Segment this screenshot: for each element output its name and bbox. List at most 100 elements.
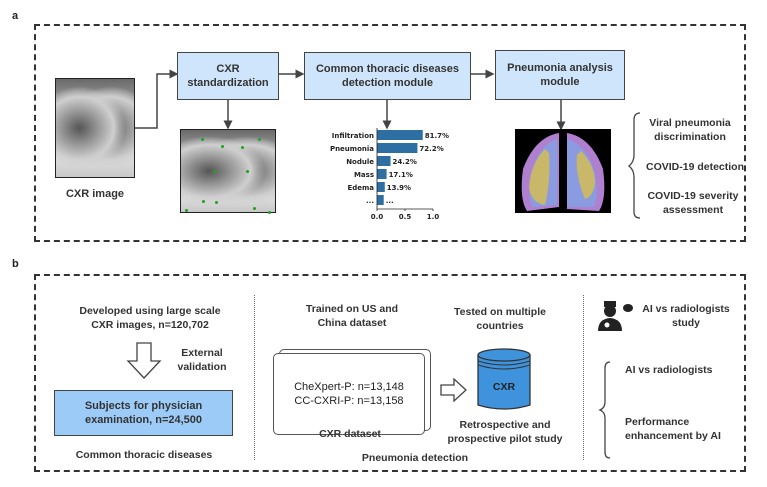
landmark-dot: [215, 201, 218, 204]
landmark-dot: [253, 207, 256, 210]
brace-outputs-a: [627, 112, 641, 219]
category-label: Edema: [347, 184, 374, 192]
text-line: study: [671, 317, 700, 329]
landmark-dot: [241, 146, 244, 149]
category-label: Nodule: [346, 158, 374, 166]
bar: [377, 195, 384, 205]
dataset-entry: CheXpert-P: n=13,148: [294, 381, 404, 393]
output-line: assessment: [662, 204, 724, 216]
cxr-dataset-caption: CXR dataset: [319, 428, 381, 440]
pneumonia-analysis-box: Pneumonia analysis module: [495, 50, 625, 100]
category-label: ...: [366, 197, 374, 205]
text-line: Developed using large scale: [79, 305, 221, 317]
cxr-standardization-box: CXR standardization: [177, 52, 279, 100]
output-line: Viral pneumonia: [649, 117, 731, 129]
landmark-dot: [258, 138, 261, 141]
text-line: Performance: [625, 416, 690, 428]
bar: [377, 182, 385, 192]
value-label: 72.2%: [419, 145, 443, 153]
physician-exam-box: Subjects for physician examination, n=24,…: [54, 390, 233, 436]
standardized-cxr-image: [180, 129, 276, 214]
output-viral-pneumonia: Viral pneumonia discrimination: [640, 116, 740, 144]
doctor-icon: [598, 301, 633, 331]
external-validation-label: External validation: [170, 346, 234, 374]
panel-a-frame: [34, 24, 746, 242]
landmark-dot: [213, 170, 216, 173]
ai-vs-radiologists-item: AI vs radiologists: [625, 363, 745, 377]
brace-col3: [598, 361, 611, 459]
value-label: 81.7%: [425, 132, 449, 140]
retrospective-study-text: Retrospective and prospective pilot study: [440, 418, 570, 446]
text-line: Trained on US and: [305, 303, 399, 315]
landmark-dot: [268, 211, 271, 214]
text-line: countries: [476, 320, 524, 332]
output-line: COVID-19 detection: [645, 161, 745, 173]
disease-prevalence-chart: Infiltration 81.7% Pneumonia 72.2% Nodule 24.…: [330, 128, 449, 221]
box-line: examination, n=24,500: [84, 414, 203, 426]
value-label: 13.9%: [387, 184, 411, 192]
cxr-database-label: CXR: [492, 381, 516, 393]
cxr-database-icon: [477, 348, 531, 410]
text-line: Tested on multiple: [454, 306, 546, 318]
pneumonia-detection-caption: Pneumonia detection: [361, 452, 469, 464]
ai-vs-radiologists-study-title: AI vs radiologists study: [636, 302, 736, 330]
text-line: prospective pilot study: [447, 433, 563, 445]
box-line: detection module: [341, 77, 434, 89]
box-line: Subjects for physician: [84, 400, 203, 412]
output-covid-detection: COVID-19 detection: [640, 160, 750, 174]
x-tick-label: 1.0: [427, 213, 440, 221]
category-label: Infiltration: [332, 132, 374, 140]
panel-b-label: b: [12, 258, 19, 270]
text-line: CXR images, n=120,702: [91, 319, 209, 331]
landmark-dot: [246, 170, 249, 173]
text-line: AI vs radiologists: [625, 364, 713, 376]
bar: [377, 143, 418, 153]
value-label: 24.2%: [393, 158, 417, 166]
text-line: External: [181, 347, 223, 359]
text-line: China dataset: [317, 317, 387, 329]
bar: [377, 169, 387, 179]
performance-enhancement-item: Performance enhancement by AI: [625, 415, 745, 443]
x-tick-label: 0.0: [371, 213, 384, 221]
panel-b-frame: [34, 274, 746, 472]
dataset-entry: CC-CXRI-P: n=13,158: [294, 395, 404, 407]
bar: [377, 156, 391, 166]
value-label: 17.1%: [389, 171, 413, 179]
output-line: discrimination: [654, 131, 726, 143]
landmark-dot: [202, 200, 205, 203]
right-arrow-icon: [440, 378, 467, 402]
column-divider: [254, 295, 255, 460]
down-arrow-icon: [126, 342, 162, 379]
tested-text: Tested on multiple countries: [440, 305, 560, 333]
text-line: enhancement by AI: [625, 430, 721, 442]
landmark-dot: [221, 145, 224, 148]
text-line: validation: [177, 361, 227, 373]
cxr-input-image: [55, 78, 135, 178]
cxr-image-caption: CXR image: [65, 188, 125, 200]
box-line: CXR: [216, 63, 240, 75]
box-line: standardization: [187, 77, 269, 89]
x-tick-label: 0.5: [399, 213, 412, 221]
column-divider: [583, 295, 584, 460]
common-thoracic-caption: Common thoracic diseases: [75, 449, 213, 461]
text-line: Retrospective and: [459, 419, 551, 431]
landmark-dot: [201, 138, 204, 141]
category-label: Pneumonia: [330, 145, 374, 153]
landmark-dot: [185, 209, 188, 212]
output-line: COVID-19 severity: [647, 190, 739, 202]
box-line: Pneumonia analysis: [507, 62, 613, 74]
panel-a-label: a: [12, 10, 19, 22]
text-line: AI vs radiologists: [642, 303, 730, 315]
value-label: ...: [386, 197, 394, 205]
arrow-input-to-standardization: [135, 69, 179, 129]
box-line: Common thoracic diseases: [315, 63, 460, 75]
detection-module-box: Common thoracic diseases detection module: [304, 52, 471, 100]
output-covid-severity: COVID-19 severity assessment: [640, 189, 746, 217]
bar: [377, 130, 423, 140]
category-label: Mass: [354, 171, 374, 179]
box-line: module: [540, 76, 580, 88]
